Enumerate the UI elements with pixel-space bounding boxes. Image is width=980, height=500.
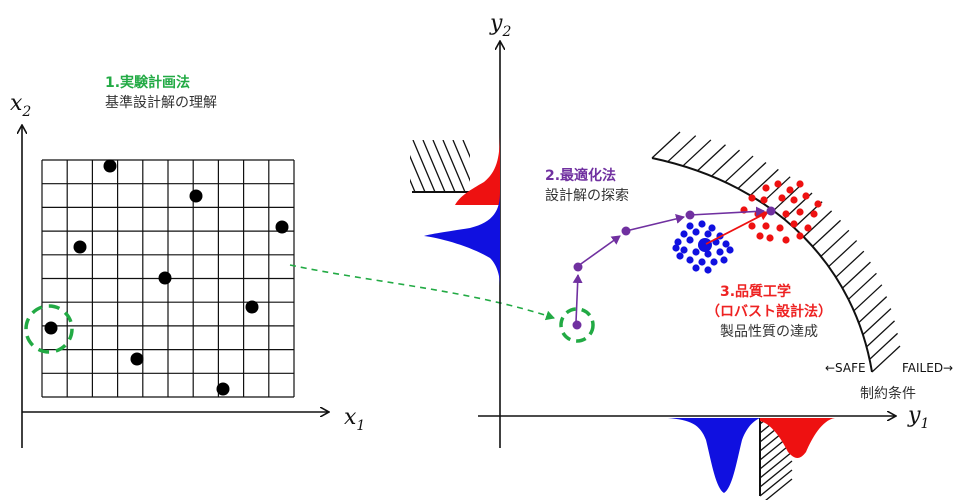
- transfer-arrow: [289, 264, 555, 321]
- doe-step-title: 1.実験計画法: [105, 74, 190, 91]
- red-sample-point: [778, 194, 786, 202]
- design-point: [245, 300, 259, 314]
- opt-step-subtitle: 設計解の探索: [545, 187, 629, 204]
- red-sample-point: [814, 200, 822, 208]
- y2-red-distribution: [455, 132, 500, 205]
- safe-label: ←SAFE: [825, 361, 866, 375]
- blue-sample-point: [726, 246, 734, 254]
- red-sample-point: [748, 194, 756, 202]
- start-design-highlight: [559, 307, 595, 343]
- constraint-boundary: [651, 131, 901, 373]
- red-sample-point: [776, 224, 784, 232]
- objective-space-panel: y1 y2: [410, 11, 953, 500]
- blue-sample-point: [708, 224, 716, 232]
- blue-sample-point: [680, 230, 688, 238]
- right-x-axis-label: y1: [907, 403, 929, 432]
- robust-design-cluster: [672, 220, 734, 274]
- blue-sample-point: [704, 230, 712, 238]
- blue-sample-point: [692, 264, 700, 272]
- blue-sample-point: [672, 244, 680, 252]
- robustness-shift-arrow: [705, 211, 769, 245]
- red-sample-point: [796, 180, 804, 188]
- red-sample-point: [774, 180, 782, 188]
- red-sample-point: [796, 232, 804, 240]
- left-y-axis-label: x2: [10, 91, 31, 120]
- blue-sample-point: [698, 258, 706, 266]
- design-point: [73, 240, 87, 254]
- red-sample-point: [786, 186, 794, 194]
- doe-panel: x1 x2 1.実験計画法 基準設計解の理解: [10, 74, 365, 448]
- blue-sample-point: [680, 246, 688, 254]
- opt-step-title: 2.最適化法: [545, 167, 616, 184]
- constraint-label: 制約条件: [860, 385, 916, 402]
- y2-blue-distribution: [424, 192, 500, 286]
- red-sample-point: [802, 192, 810, 200]
- blue-sample-point: [716, 248, 724, 256]
- design-point: [158, 271, 172, 285]
- robust-step-method: （ロバスト設計法）: [706, 303, 832, 320]
- red-sample-point: [796, 208, 804, 216]
- blue-sample-point: [676, 252, 684, 260]
- blue-sample-point: [686, 256, 694, 264]
- red-sample-point: [762, 222, 770, 230]
- left-x-axis-label: x1: [344, 405, 365, 434]
- red-sample-point: [756, 232, 764, 240]
- failed-label: FAILED→: [902, 361, 953, 375]
- experiment-points: [44, 159, 289, 396]
- red-sample-point: [748, 222, 756, 230]
- design-point: [216, 382, 230, 396]
- blue-sample-point: [698, 220, 706, 228]
- optimization-path: [572, 206, 776, 330]
- right-y-axis-label: y2: [489, 11, 511, 40]
- blue-sample-point: [674, 238, 682, 246]
- design-point: [103, 159, 117, 173]
- blue-sample-point: [704, 266, 712, 274]
- blue-sample-point: [704, 250, 712, 258]
- red-sample-point: [760, 196, 768, 204]
- red-sample-point: [766, 234, 774, 242]
- doe-step-subtitle: 基準設計解の理解: [105, 94, 217, 111]
- blue-sample-point: [686, 236, 694, 244]
- blue-sample-point: [722, 240, 730, 248]
- design-point: [44, 321, 58, 335]
- baseline-design-highlight: [24, 304, 74, 354]
- experiment-grid: [41, 159, 295, 398]
- y1-red-distribution: [760, 418, 835, 458]
- red-sample-point: [790, 220, 798, 228]
- red-sample-point: [810, 210, 818, 218]
- y1-blue-distribution: [668, 418, 760, 493]
- blue-sample-point: [692, 248, 700, 256]
- design-point: [189, 189, 203, 203]
- red-sample-point: [782, 210, 790, 218]
- blue-sample-point: [686, 222, 694, 230]
- design-point: [275, 220, 289, 234]
- blue-cluster-center: [698, 238, 712, 252]
- robust-step-title: 3.品質工学: [720, 283, 791, 300]
- blue-sample-point: [720, 256, 728, 264]
- design-point: [130, 352, 144, 366]
- red-sample-point: [790, 196, 798, 204]
- blue-sample-point: [710, 258, 718, 266]
- y2-constraint-hatch: [410, 140, 500, 193]
- red-sample-point: [804, 224, 812, 232]
- red-sample-point: [762, 184, 770, 192]
- red-sample-point: [782, 236, 790, 244]
- blue-sample-point: [692, 228, 700, 236]
- robust-step-subtitle: 製品性質の達成: [720, 324, 818, 340]
